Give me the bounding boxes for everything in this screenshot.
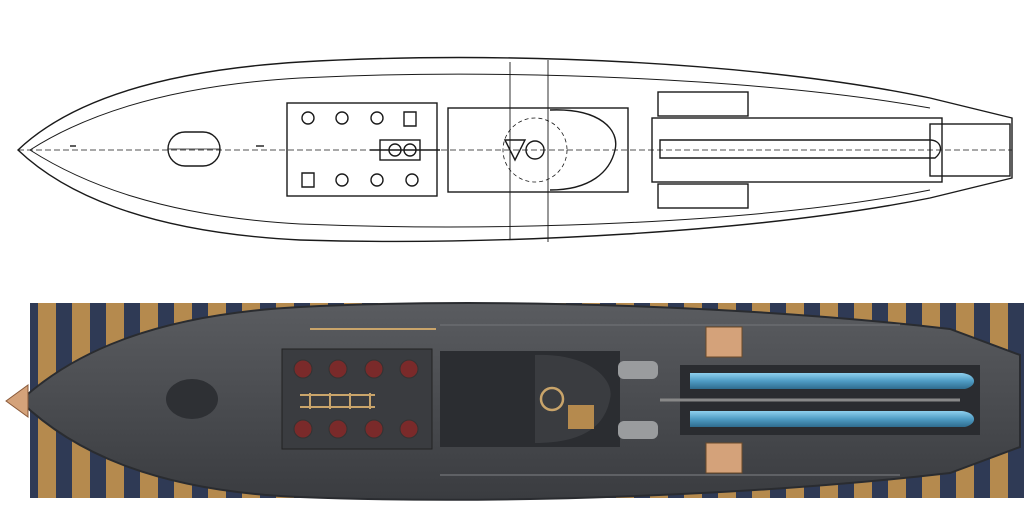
drawing-conning-tower — [549, 109, 617, 191]
render-svg — [5, 302, 1024, 501]
drawing-engine — [370, 139, 440, 161]
rendered-model-view — [0, 285, 1024, 523]
drawing-battery-cells — [301, 111, 419, 188]
drawing-torpedo-bay — [651, 117, 943, 183]
front-hatch-dome — [166, 379, 218, 419]
line-drawing-plan-view — [0, 0, 1024, 260]
engine-cylinders — [618, 361, 658, 439]
copper-nose-cone-icon — [5, 384, 29, 418]
drawing-lower-reel — [657, 183, 749, 209]
drawing-control-room — [447, 107, 629, 193]
round-hatch-icon — [293, 359, 419, 439]
crate — [568, 405, 594, 429]
ladder-icon — [300, 393, 375, 409]
drawing-inner-hull — [29, 73, 931, 228]
torpedo-upper — [690, 373, 975, 389]
drawing-ship-wheel-icon — [525, 140, 545, 160]
torpedo-lower — [690, 411, 975, 427]
drawing-svg — [16, 56, 1013, 243]
drawing-hull-outline — [16, 56, 1013, 243]
cable-reel-icon — [705, 326, 743, 474]
ship-wheel-icon — [539, 386, 565, 412]
drawing-stern-tube — [929, 123, 1011, 177]
drawing-upper-reel — [657, 91, 749, 117]
drawing-torpedo — [659, 139, 942, 159]
